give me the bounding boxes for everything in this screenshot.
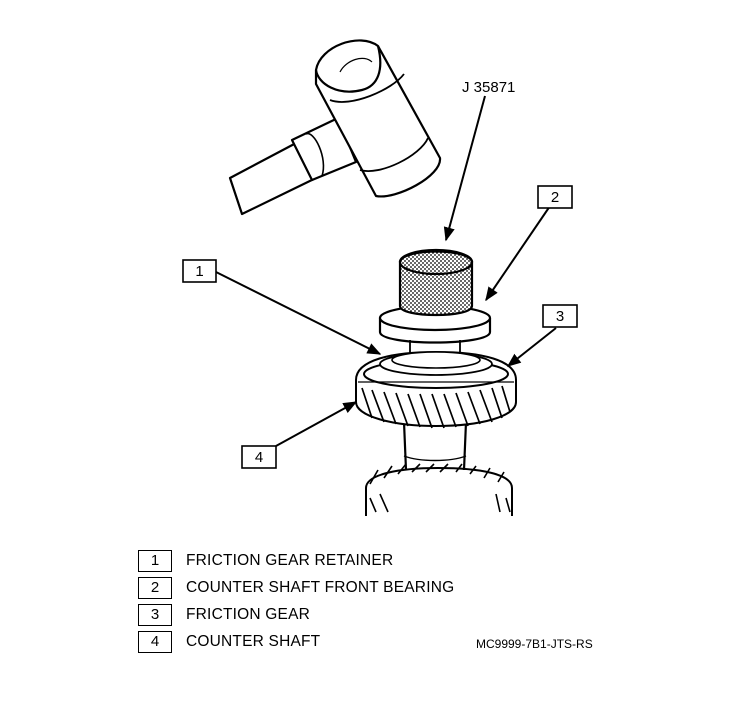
legend-text: FRICTION GEAR	[186, 606, 311, 623]
callout-3-label: 3	[556, 308, 564, 325]
counter-shaft-gear-illustration	[365, 421, 513, 516]
leader-line-4	[275, 401, 358, 447]
leader-line-1	[215, 271, 382, 355]
legend-number: 4	[138, 631, 172, 653]
callout-3: 3	[542, 304, 578, 328]
callout-1-label: 1	[195, 263, 203, 280]
legend-number: 2	[138, 577, 172, 599]
callout-2: 2	[537, 185, 573, 209]
legend-number: 1	[138, 550, 172, 572]
installer-tool-illustration	[398, 248, 474, 317]
friction-gear-illustration	[355, 350, 517, 429]
callout-2-label: 2	[551, 189, 559, 206]
leader-line-2	[485, 205, 551, 302]
mallet-illustration	[228, 39, 442, 216]
figure-code: MC9999-7B1-JTS-RS	[476, 637, 593, 651]
callout-1: 1	[182, 259, 217, 283]
legend-number: 3	[138, 604, 172, 626]
callout-4: 4	[241, 445, 277, 469]
leader-line-3	[506, 327, 557, 367]
legend-text: COUNTER SHAFT FRONT BEARING	[186, 579, 455, 596]
legend-text: COUNTER SHAFT	[186, 633, 321, 650]
callout-4-label: 4	[255, 449, 263, 466]
legend-text: FRICTION GEAR RETAINER	[186, 552, 394, 569]
tool-label: J 35871	[462, 79, 515, 96]
leader-line-tool	[443, 95, 486, 242]
